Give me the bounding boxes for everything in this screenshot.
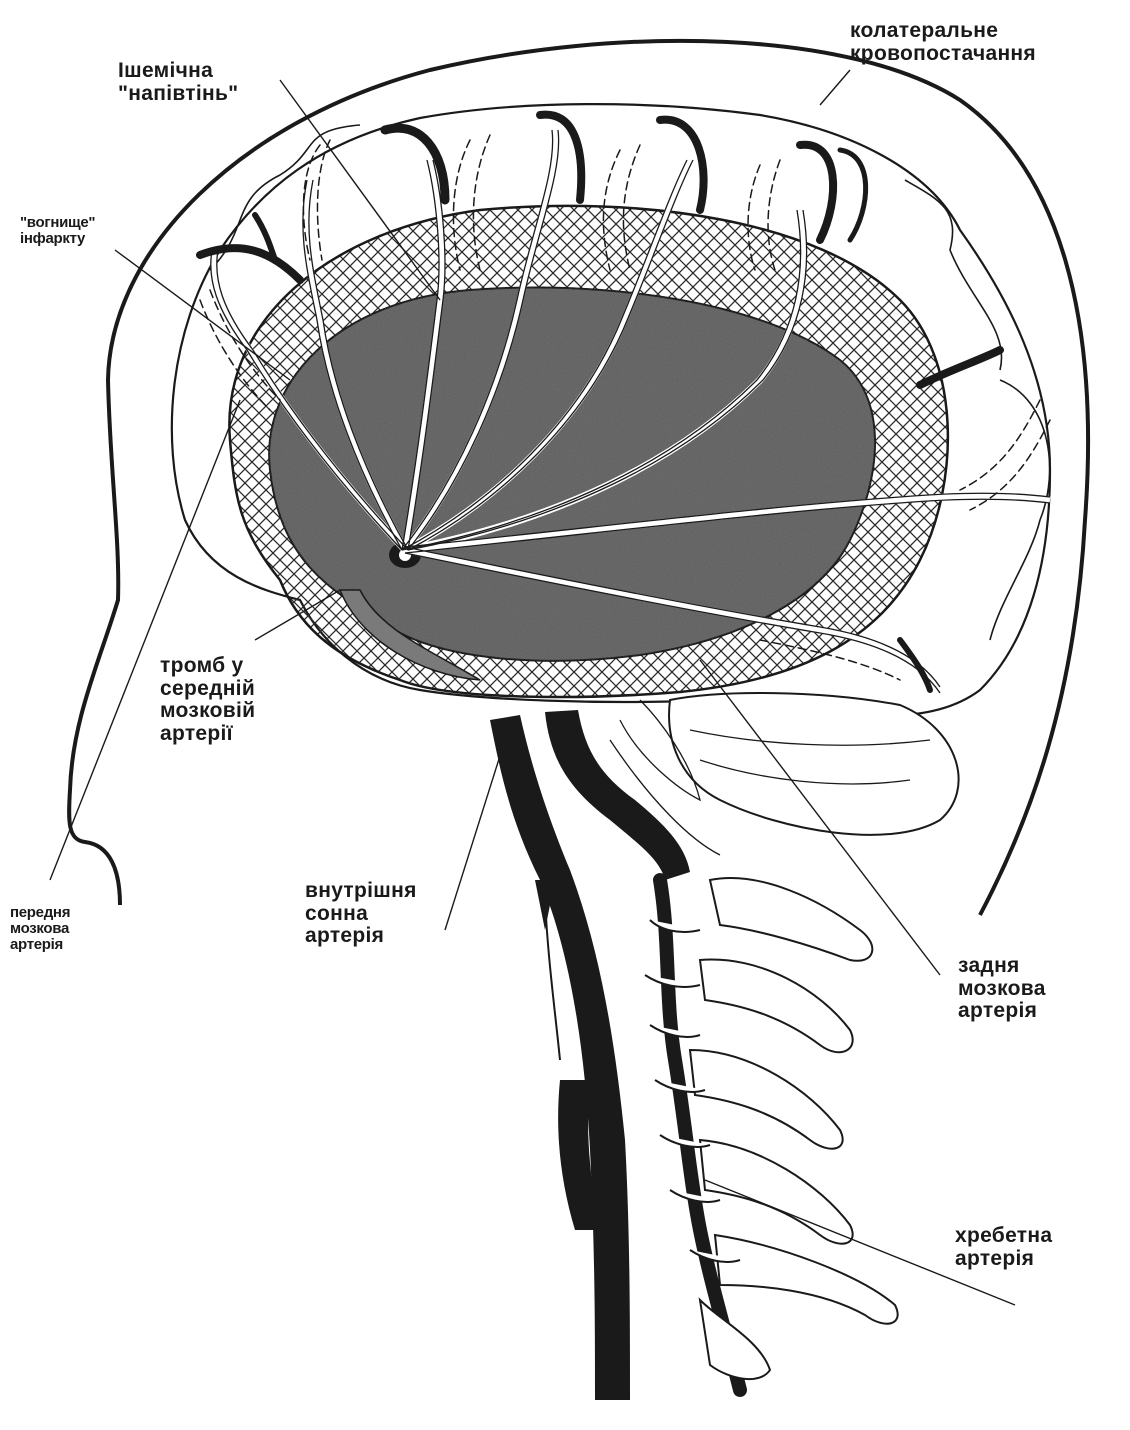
anterior-cerebral-label: передня мозкова артерія [10, 905, 70, 954]
ischemic-penumbra-label: Ішемічна "напівтінь" [118, 60, 238, 105]
thrombus-label: тромб у середній мозковій артерії [160, 655, 255, 746]
carotid-artery [490, 710, 690, 1400]
vertebral-artery-vessel [660, 880, 740, 1390]
vertebral-artery-label: хребетна артерія [955, 1225, 1052, 1270]
infarct-focus-label: "вогнище" інфаркту [20, 215, 95, 247]
collateral-supply-label: колатеральне кровопостачання [850, 20, 1036, 65]
internal-carotid-label: внутрішня сонна артерія [305, 880, 417, 948]
posterior-cerebral-label: задня мозкова артерія [958, 955, 1046, 1023]
